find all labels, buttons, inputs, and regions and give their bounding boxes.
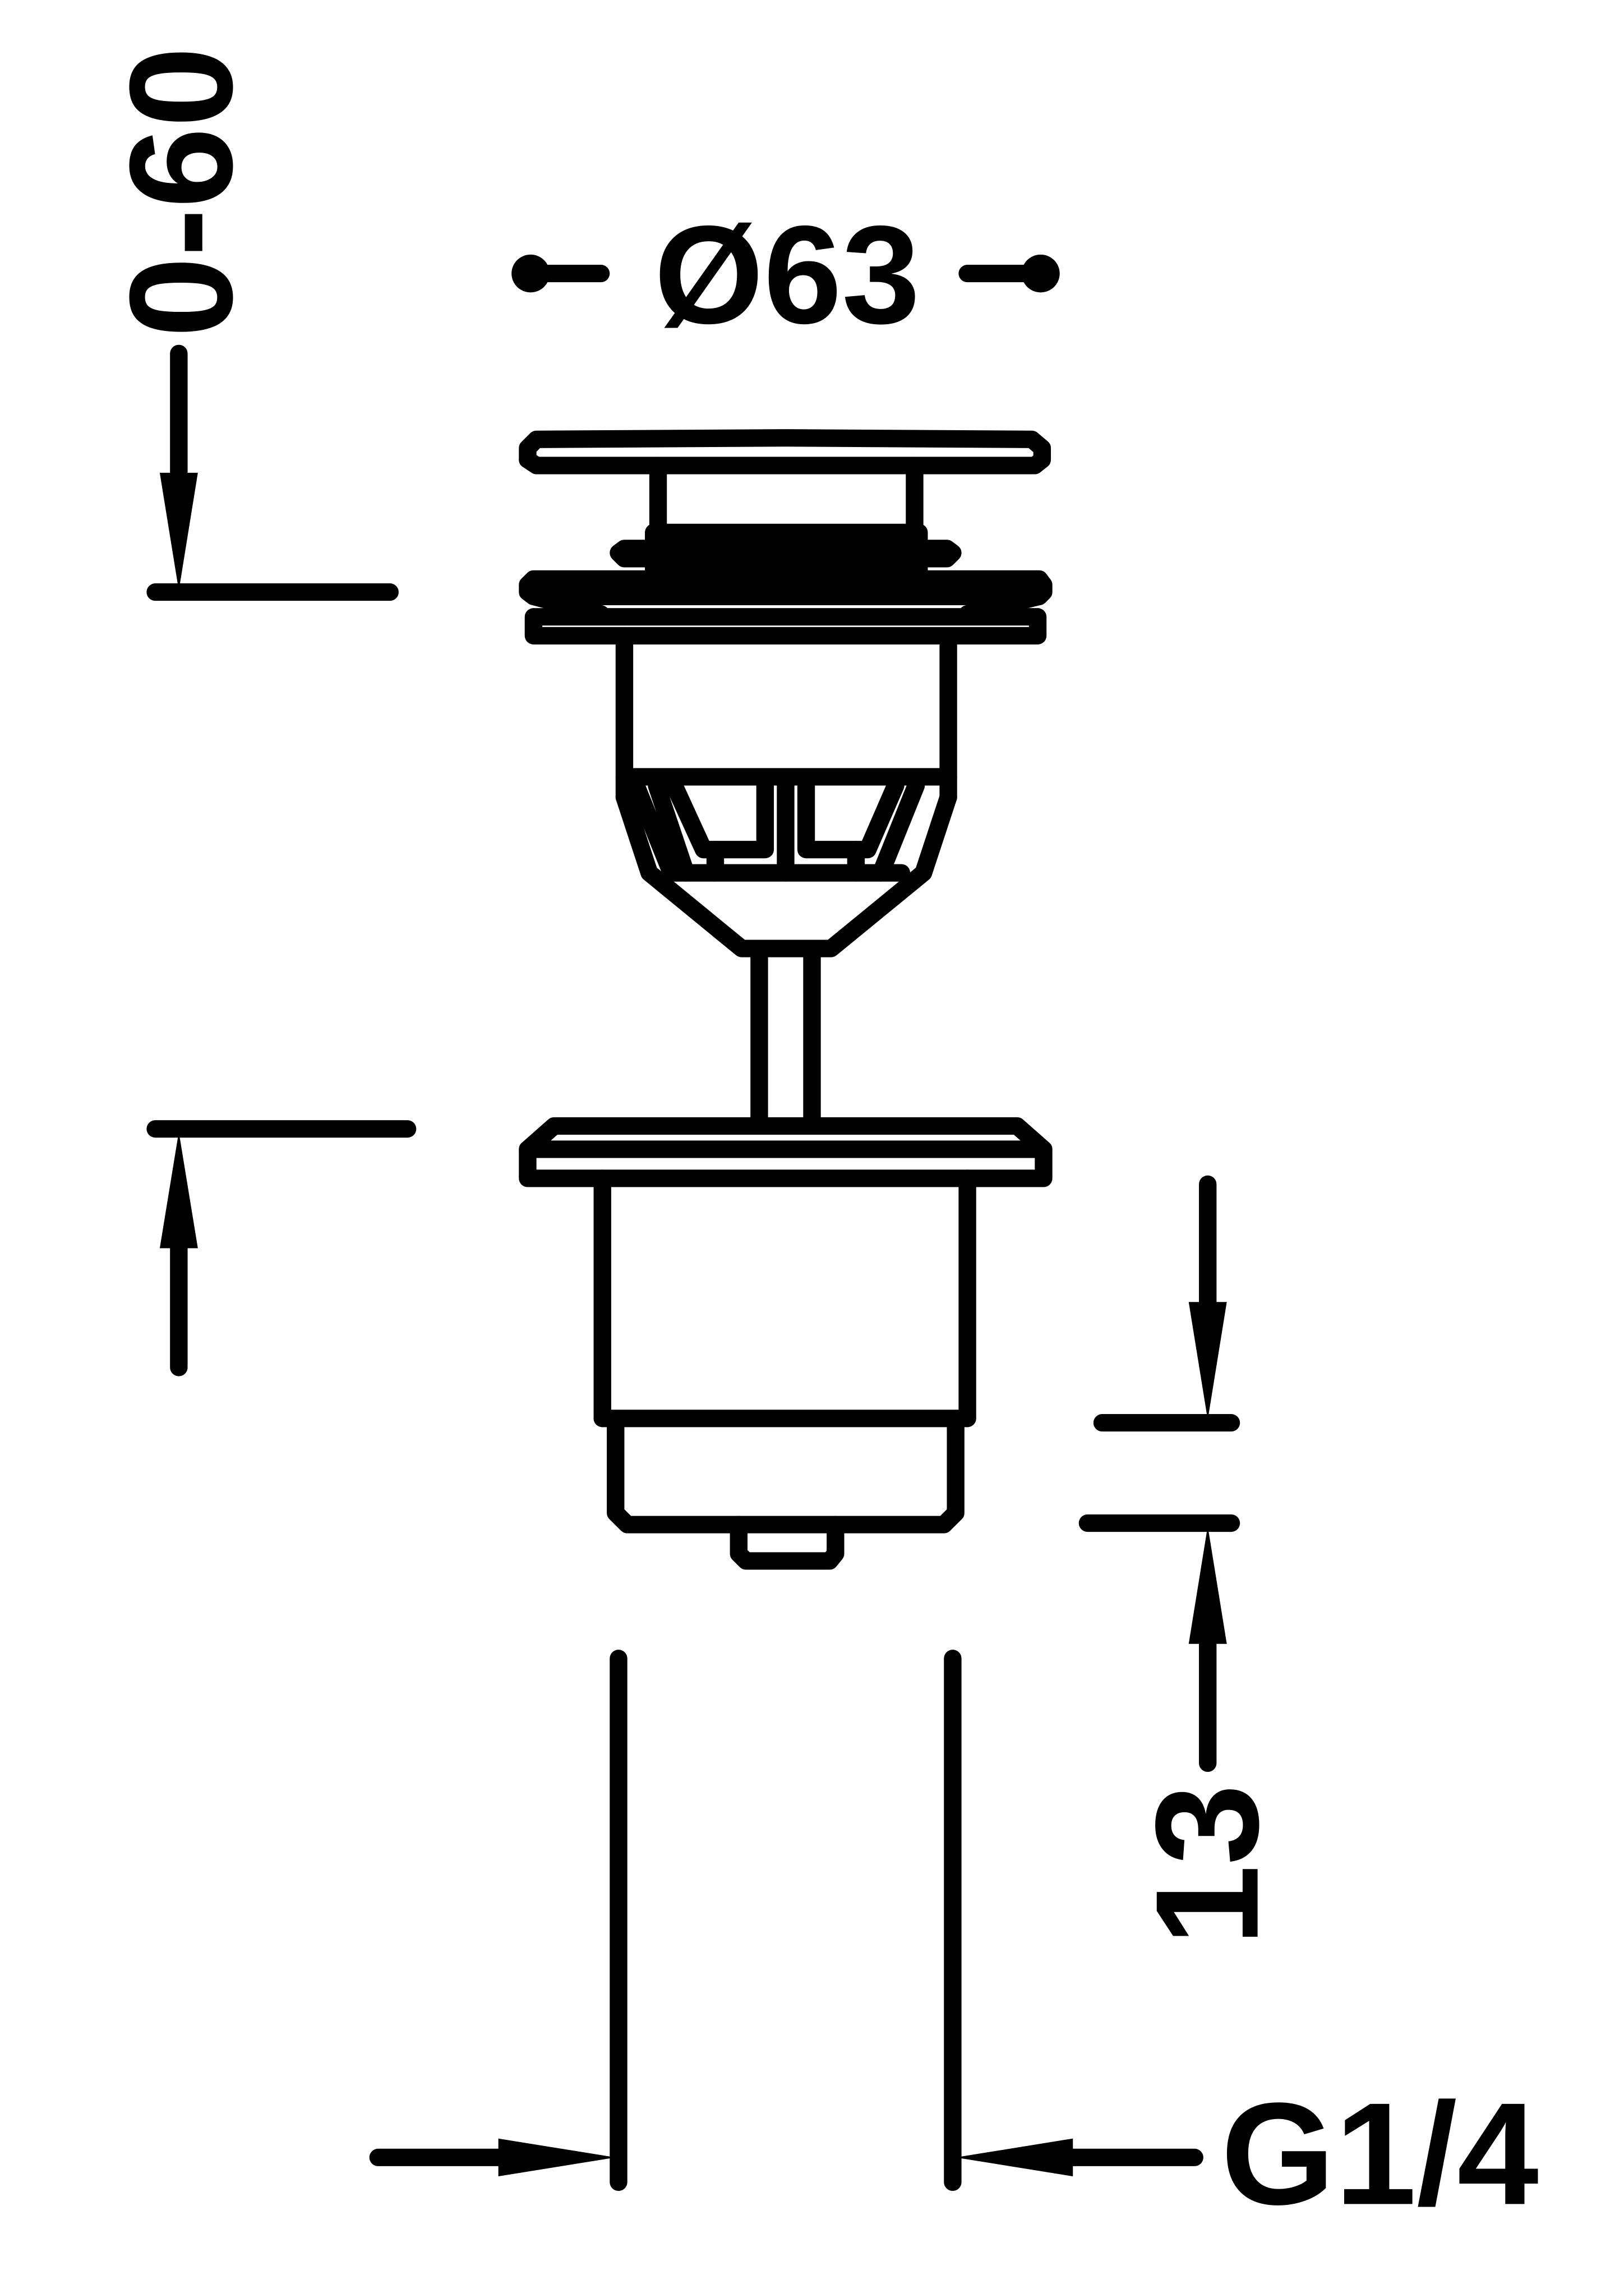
plug-rod — [750, 940, 821, 1135]
upper-body — [615, 627, 957, 957]
thread-label: G1/4 — [1221, 2073, 1539, 2235]
lower-body — [519, 1117, 1053, 1570]
adjustment-arrow-bottom-head — [159, 1131, 198, 1249]
diameter-dimension: Ø63 — [511, 197, 1060, 353]
plug-cap — [519, 429, 1051, 582]
strainer-ribs — [706, 776, 865, 882]
body-cone — [615, 788, 957, 957]
flange — [519, 570, 1053, 644]
step-height-label: 13 — [1125, 1784, 1289, 1946]
flange-washer — [524, 608, 1047, 644]
diameter-label: Ø63 — [654, 197, 920, 353]
thread-arrow-right-head — [956, 2138, 1073, 2177]
adjustment-dimension: 0-60 — [99, 47, 417, 1376]
thread-arrow-left-head — [498, 2138, 616, 2177]
adjustment-arrow-top-head — [159, 472, 198, 591]
strainer-fins — [627, 776, 925, 882]
step-height-dimension: 13 — [1078, 1175, 1289, 1946]
step-arrow-bottom-head — [1188, 1526, 1227, 1644]
plug-cap-disc — [519, 429, 1051, 475]
step-arrow-top-head — [1188, 1302, 1227, 1420]
outlet-nipple — [730, 1516, 845, 1570]
thread-section — [607, 1417, 965, 1534]
flange-top-plate — [519, 570, 1053, 605]
plug-seal-ring — [610, 540, 962, 568]
adjustment-label: 0-60 — [99, 47, 263, 338]
thread-dimension: G1/4 — [369, 1650, 1540, 2235]
